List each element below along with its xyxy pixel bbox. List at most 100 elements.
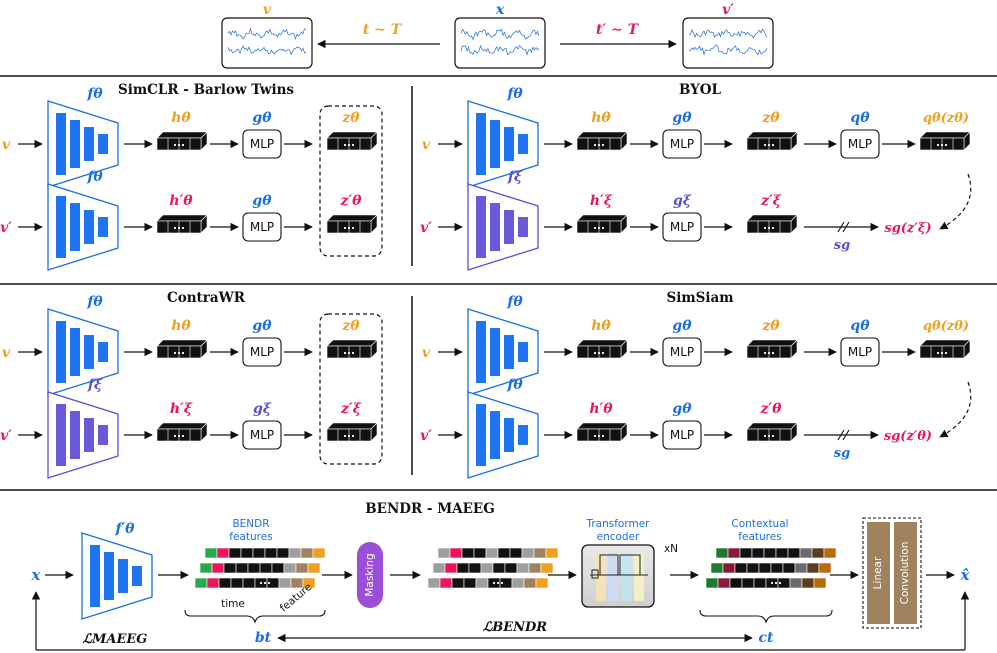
simsiam-q-mlp: MLP	[840, 337, 880, 367]
label-b-t: bt	[255, 630, 272, 646]
transformer-label-2: encoder	[597, 531, 640, 543]
contextual-label-2: features	[738, 531, 781, 543]
simsiam-input-v-prime: v′	[420, 428, 432, 444]
contextual-feature-block	[705, 547, 837, 589]
simsiam-encoder-top	[467, 308, 539, 396]
contrawr-input-v-prime: v′	[0, 428, 12, 444]
simclr-z-bottom	[326, 214, 378, 234]
byol-input-v: v	[422, 137, 431, 153]
transformer-encoder-block	[581, 544, 655, 608]
byol-g-top-label: gθ	[672, 110, 692, 126]
simsiam-q-mlp-label: MLP	[848, 345, 872, 359]
simsiam-z-top-label: zθ	[761, 318, 780, 334]
contrawr-g-mlp-bottom-label: MLP	[250, 428, 274, 442]
masked-feature-block	[427, 547, 559, 589]
byol-z-top	[746, 131, 798, 151]
contrawr-encoder-bottom	[47, 391, 119, 479]
bendr-output-x-hat: x̂	[960, 566, 971, 584]
label-v-prime: v′	[722, 2, 734, 18]
brace-b	[184, 609, 326, 624]
simclr-h-top	[156, 131, 208, 151]
simclr-z-top	[326, 131, 378, 151]
simsiam-h-bottom-label: h′θ	[589, 401, 613, 417]
simsiam-input-v: v	[422, 345, 431, 361]
byol-pred-dashed-arrow	[939, 173, 972, 230]
simsiam-sg-out-label: sg(z′θ)	[884, 429, 932, 444]
signal-box-v-prime	[682, 17, 774, 69]
byol-sg-label: sg	[834, 238, 850, 253]
simclr-encoder-top	[47, 100, 119, 188]
transformer-label-1: Transformer	[585, 518, 650, 530]
label-v: v	[263, 2, 272, 18]
contrawr-h-bottom	[156, 422, 208, 442]
loss-bendr-label: ℒBENDR	[483, 620, 547, 635]
simsiam-q-out	[919, 339, 971, 359]
byol-g-mlp-bottom: MLP	[662, 212, 702, 242]
decoder-linear-label: Linear	[872, 556, 884, 589]
simsiam-z-top	[746, 339, 798, 359]
simsiam-q-label: qθ	[850, 318, 870, 334]
signal-box-v	[221, 17, 313, 69]
simclr-g-mlp-bottom: MLP	[242, 212, 282, 242]
byol-encoder-top	[467, 100, 539, 188]
simclr-input-v-prime: v′	[0, 220, 12, 236]
simclr-g-mlp-top-label: MLP	[250, 137, 274, 151]
byol-encoder-bottom-label: fξ	[507, 169, 523, 185]
simclr-title: SimCLR - Barlow Twins	[118, 82, 294, 98]
simsiam-pred-dashed-arrow	[939, 381, 972, 438]
byol-encoder-top-label: fθ	[506, 86, 523, 102]
simsiam-z-bottom	[746, 422, 798, 442]
decoder-block	[862, 517, 922, 629]
byol-title: BYOL	[679, 82, 722, 98]
contrawr-h-bottom-label: h′ξ	[170, 401, 193, 417]
contrawr-h-top-label: hθ	[171, 318, 191, 334]
simsiam-encoder-top-label: fθ	[506, 294, 523, 310]
simclr-h-bottom	[156, 214, 208, 234]
byol-g-mlp-bottom-label: MLP	[670, 220, 694, 234]
simsiam-g-mlp-bottom-label: MLP	[670, 428, 694, 442]
signal-box-x	[454, 17, 546, 69]
contrawr-g-bottom-label: gξ	[253, 401, 272, 417]
contrawr-encoder-bottom-label: fξ	[87, 377, 103, 393]
contrawr-title: ContraWR	[167, 290, 246, 306]
simclr-z-dashed-box	[319, 105, 383, 257]
simclr-g-top-label: gθ	[252, 110, 272, 126]
label-c-t: ct	[759, 630, 775, 646]
loss-maeeg-label: ℒMAEEG	[83, 632, 148, 647]
simsiam-title: SimSiam	[666, 290, 733, 306]
contrawr-z-top-label: zθ	[341, 318, 360, 334]
contrawr-g-mlp-bottom: MLP	[242, 420, 282, 450]
bendr-features-label-2: features	[229, 531, 272, 543]
simsiam-h-top	[576, 339, 628, 359]
brace-c	[699, 609, 833, 624]
contrawr-input-v: v	[2, 345, 11, 361]
axis-time: time	[221, 598, 245, 610]
contrawr-encoder-top-label: fθ	[86, 294, 103, 310]
contrawr-z-bottom	[326, 422, 378, 442]
simsiam-z-bottom-label: z′θ	[760, 401, 783, 417]
byol-h-top-label: hθ	[591, 110, 611, 126]
simclr-h-top-label: hθ	[171, 110, 191, 126]
simsiam-encoder-bottom	[467, 391, 539, 479]
decoder-convolution-label: Convolution	[899, 542, 911, 605]
simclr-input-v: v	[2, 137, 11, 153]
xN-label: xN	[664, 543, 678, 555]
bendr-encoder-label: f′θ	[114, 521, 135, 537]
simsiam-g-bottom-label: gθ	[672, 401, 692, 417]
simclr-z-top-label: zθ	[341, 110, 360, 126]
contrawr-g-mlp-top: MLP	[242, 337, 282, 367]
byol-sg-out-label: sg(z′ξ)	[884, 221, 931, 236]
byol-q-mlp-label: MLP	[848, 137, 872, 151]
label-x: x	[495, 2, 505, 18]
simsiam-g-mlp-top: MLP	[662, 337, 702, 367]
byol-q-label: qθ	[850, 110, 870, 126]
contrawr-g-top-label: gθ	[252, 318, 272, 334]
label-t-prime-sim-T: t′ ∼ T	[596, 22, 640, 38]
simsiam-h-bottom	[576, 422, 628, 442]
augmentation-row: v x v′ t ∼ T t′ ∼ T	[221, 2, 774, 69]
simsiam-h-top-label: hθ	[591, 318, 611, 334]
byol-g-mlp-top: MLP	[662, 129, 702, 159]
